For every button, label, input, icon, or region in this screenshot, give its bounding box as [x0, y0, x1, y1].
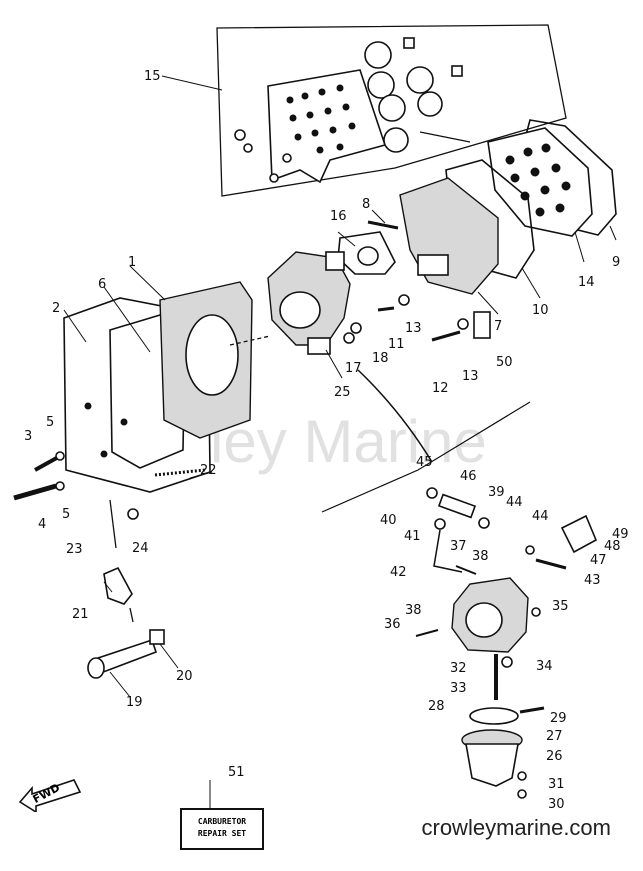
- carburetor-repair-set-box: CARBURETOR REPAIR SET: [180, 808, 264, 850]
- callout-44b: 44: [506, 495, 523, 510]
- callout-12: 12: [432, 381, 449, 396]
- callout-2: 2: [52, 301, 60, 316]
- callout-26: 26: [546, 749, 563, 764]
- repair-line-2: REPAIR SET: [197, 829, 247, 838]
- reed-plate-14: [487, 127, 593, 237]
- callout-7: 7: [494, 319, 502, 334]
- callout-40: 40: [380, 513, 397, 528]
- callout-41: 41: [404, 529, 421, 544]
- callout-46: 46: [460, 469, 477, 484]
- callout-51: 51: [228, 765, 245, 780]
- callout-28: 28: [428, 699, 445, 714]
- repair-line-1: CARBURETOR: [197, 817, 247, 826]
- callout-38b: 38: [405, 603, 422, 618]
- callout-37: 37: [450, 539, 467, 554]
- callout-43: 43: [584, 573, 601, 588]
- callout-27: 27: [546, 729, 563, 744]
- callout-8: 8: [362, 197, 370, 212]
- callout-4: 4: [38, 517, 46, 532]
- callout-45: 45: [416, 455, 433, 470]
- callout-39: 39: [488, 485, 505, 500]
- callout-31: 31: [548, 777, 565, 792]
- callout-35: 35: [552, 599, 569, 614]
- callout-1: 1: [128, 255, 136, 270]
- callout-36: 36: [384, 617, 401, 632]
- callout-47: 47: [590, 553, 607, 568]
- leader-lines: [63, 75, 617, 808]
- callout-16: 16: [330, 209, 347, 224]
- callout-34: 34: [536, 659, 553, 674]
- callout-32: 32: [450, 661, 467, 676]
- callout-29: 29: [550, 711, 567, 726]
- callout-13a: 13: [405, 321, 422, 336]
- callout-17: 17: [345, 361, 362, 376]
- lower-carburetor-assembly: [415, 487, 598, 799]
- callout-5a: 5: [46, 415, 54, 430]
- callout-18: 18: [372, 351, 389, 366]
- callout-15: 15: [144, 69, 161, 84]
- callout-5b: 5: [62, 507, 70, 522]
- callout-33: 33: [450, 681, 467, 696]
- callout-19: 19: [126, 695, 143, 710]
- callout-23: 23: [66, 542, 83, 557]
- intake-manifold-7: [399, 177, 499, 295]
- callout-3: 3: [24, 429, 32, 444]
- callout-42: 42: [390, 565, 407, 580]
- callout-10: 10: [532, 303, 549, 318]
- fwd-arrow-icon: [18, 779, 82, 812]
- callout-25: 25: [334, 385, 351, 400]
- callout-38a: 38: [472, 549, 489, 564]
- callout-14: 14: [578, 275, 595, 290]
- callout-21: 21: [72, 607, 89, 622]
- callout-44a: 44: [532, 509, 549, 524]
- callout-49: 49: [612, 527, 629, 542]
- callout-24: 24: [132, 541, 149, 556]
- reed-plate-holes: [505, 143, 571, 217]
- callout-50: 50: [496, 355, 513, 370]
- callout-22: 22: [200, 463, 217, 478]
- callout-20: 20: [176, 669, 193, 684]
- callout-30: 30: [548, 797, 565, 812]
- upper-carburetor-25: [267, 251, 351, 355]
- callout-48: 48: [604, 539, 621, 554]
- callout-labels: 1 2 3 4 5 5 6 7 8 9 10 11 12 13 13 14 15…: [24, 69, 629, 812]
- callout-13b: 13: [462, 369, 479, 384]
- callout-6: 6: [98, 277, 106, 292]
- callout-11: 11: [388, 337, 405, 352]
- callout-9: 9: [612, 255, 620, 270]
- inset-box-reed-valve: [216, 24, 567, 197]
- footer-site: crowleymarine.com: [421, 815, 612, 840]
- reed-petals: [364, 41, 443, 153]
